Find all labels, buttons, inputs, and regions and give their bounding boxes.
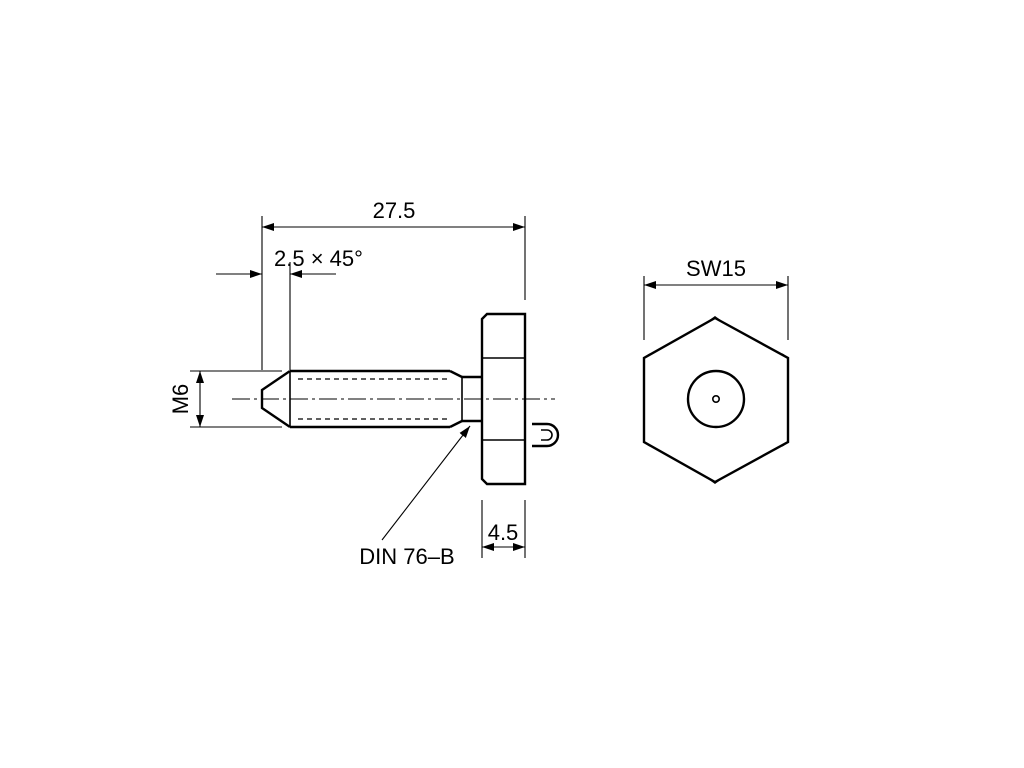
runout-top	[449, 369, 463, 379]
u-symbol-inner	[541, 429, 553, 441]
wrench-size-label: SW15	[686, 256, 746, 281]
screw-side-view	[232, 312, 555, 486]
hex-corner	[707, 316, 723, 323]
runout-bottom	[449, 419, 463, 429]
view-symbol	[532, 422, 560, 448]
center-bore	[686, 369, 746, 429]
leader-line	[381, 425, 471, 541]
center-hole	[711, 394, 720, 403]
dim-thread: M6	[168, 370, 282, 428]
dim-head-thickness: 4.5	[481, 500, 526, 558]
hex-corner	[707, 477, 723, 484]
dim-chamfer: 2.5 × 45°	[216, 246, 363, 370]
hex-corner	[781, 353, 789, 366]
overall-length-label: 27.5	[373, 198, 416, 223]
hex-corner	[781, 434, 789, 447]
callout-undercut: DIN 76–B	[359, 425, 471, 569]
undercut-label: DIN 76–B	[359, 544, 454, 569]
hex-end-view	[642, 316, 790, 484]
thread-label: M6	[168, 384, 193, 415]
hex-outline	[642, 316, 790, 484]
hex-corner	[643, 353, 651, 366]
chamfer-label: 2.5 × 45°	[274, 246, 363, 271]
u-symbol-outer	[532, 422, 560, 448]
hex-corner	[643, 434, 651, 447]
screw-tip	[260, 370, 291, 428]
dim-overall-length: 27.5	[261, 198, 526, 370]
head-thickness-label: 4.5	[488, 520, 519, 545]
dim-wrench-size: SW15	[643, 256, 789, 340]
